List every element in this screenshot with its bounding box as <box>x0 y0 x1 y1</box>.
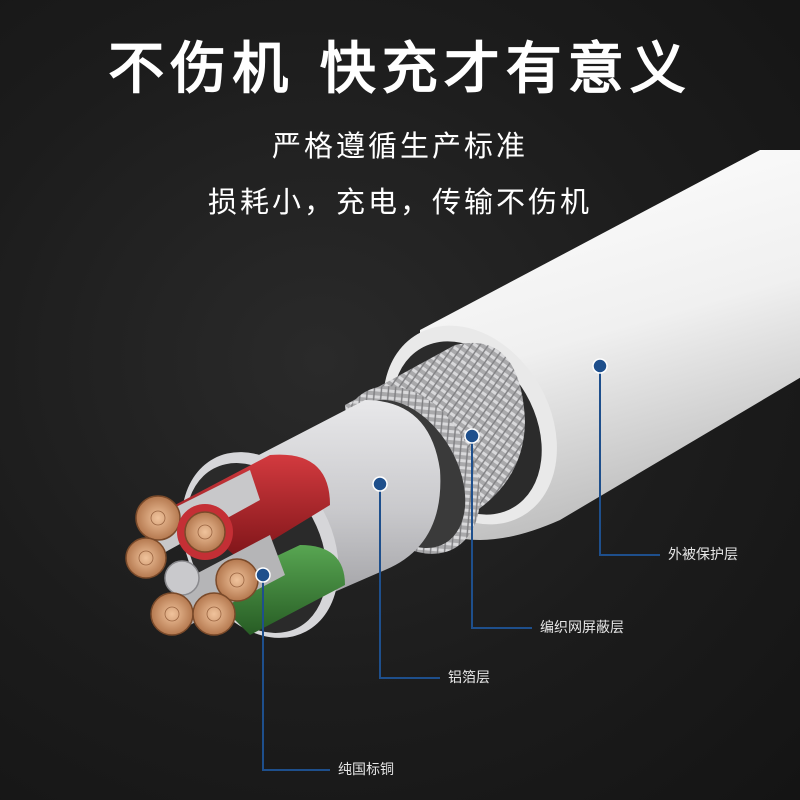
subline-standard: 严格遵循生产标准 <box>271 129 528 163</box>
label-outer-jacket: 外被保护层 <box>668 547 738 563</box>
callout-dot-copper-core <box>255 567 271 583</box>
subline-low-loss: 损耗小，充电，传输不伤机 <box>207 185 592 219</box>
label-copper-core: 纯国标铜 <box>338 762 394 778</box>
callout-dot-braided-shield <box>464 428 480 444</box>
label-aluminum-foil: 铝箔层 <box>448 670 490 686</box>
callout-dot-aluminum-foil <box>372 476 388 492</box>
callout-lines <box>262 366 660 771</box>
callout-line-aluminum-foil <box>379 484 440 679</box>
label-braided-shield: 编织网屏蔽层 <box>540 620 624 636</box>
copper-strand-ends <box>125 495 259 636</box>
callout-dot-outer-jacket <box>592 358 608 374</box>
headline: 不伤机 快充才有意义 <box>108 37 692 102</box>
callout-line-outer-jacket <box>599 366 660 556</box>
callout-dots <box>255 358 608 583</box>
callout-line-copper-core <box>262 575 330 771</box>
callout-line-braided-shield <box>471 436 532 629</box>
